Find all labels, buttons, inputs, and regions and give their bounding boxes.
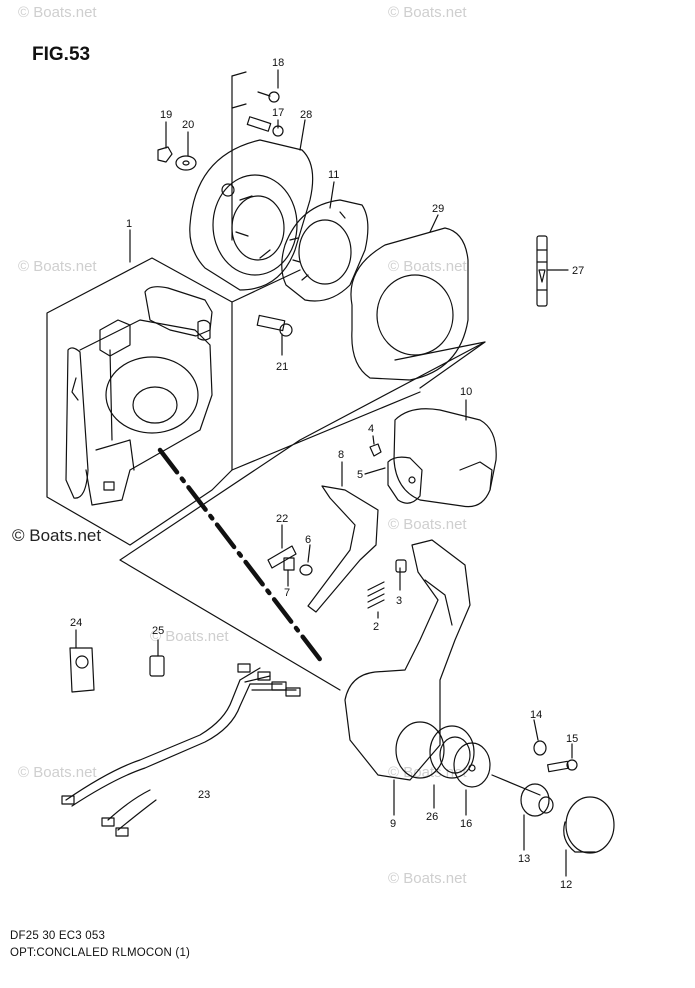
handle-part-10 <box>393 408 497 508</box>
housing-frame-outline <box>46 257 233 546</box>
watermark: © Boats.net <box>388 870 467 887</box>
footer-code: DF25 30 EC3 053 <box>10 930 106 942</box>
plate-part-28 <box>189 71 314 291</box>
lever-part-9 <box>344 539 471 781</box>
watermark: © Boats.net <box>18 764 97 781</box>
part-label: 9 <box>390 818 396 830</box>
part-label: 6 <box>305 534 311 546</box>
part-label: 27 <box>572 265 584 277</box>
part-label: 7 <box>284 587 290 599</box>
pin-part-3 <box>395 559 407 573</box>
mid-assembly-frame <box>119 269 486 691</box>
harness-part-23 <box>61 663 301 837</box>
part-27 <box>536 235 548 307</box>
part-label: 4 <box>368 423 374 435</box>
watermark: © Boats.net <box>388 4 467 21</box>
nut-part-19 <box>157 146 173 163</box>
knob-part-12 <box>563 796 615 854</box>
part-label: 2 <box>373 621 379 633</box>
housing-part-1 <box>65 286 213 506</box>
figure-title: FIG.53 <box>32 44 91 65</box>
watermark: © Boats.net <box>150 628 229 645</box>
part-label: 29 <box>432 203 444 215</box>
bolt-part-7 <box>283 557 295 571</box>
shift-cable <box>157 447 325 665</box>
part-label: 19 <box>160 109 172 121</box>
part-label: 12 <box>560 879 572 891</box>
washer-part-14 <box>533 740 547 756</box>
watermark: © Boats.net <box>388 516 467 533</box>
washer-part-20 <box>175 155 197 171</box>
footer-title: OPT:CONCLALED RLMOCON (1) <box>10 947 191 959</box>
screw-part-4 <box>369 443 382 457</box>
part-label: 15 <box>566 733 578 745</box>
watermark-main: © Boats.net <box>12 526 102 545</box>
cover-part-29 <box>350 227 469 381</box>
bolt-part-15 <box>547 759 578 773</box>
link-part-22 <box>267 545 297 569</box>
part-label: 28 <box>300 109 312 121</box>
part-label: 22 <box>276 513 288 525</box>
watermark: © Boats.net <box>18 4 97 21</box>
disc-part-16 <box>453 742 491 788</box>
part-label: 17 <box>272 107 284 119</box>
part-label: 21 <box>276 361 288 373</box>
spring-part-2 <box>367 581 385 609</box>
part-label: 18 <box>272 57 284 69</box>
part-label: 14 <box>530 709 542 721</box>
bolt-part-18 <box>257 91 280 103</box>
part-label: 24 <box>70 617 82 629</box>
part-labels: 18 19 20 17 28 11 29 27 1 21 10 4 8 5 22… <box>70 57 584 891</box>
part-label: 3 <box>396 595 402 607</box>
watermark: © Boats.net <box>388 258 467 275</box>
shaft-part-13 <box>491 774 554 817</box>
part-label: 13 <box>518 853 530 865</box>
part-label: 25 <box>152 625 164 637</box>
clip-part-25 <box>149 655 165 677</box>
watermark: © Boats.net <box>18 258 97 275</box>
part-label: 10 <box>460 386 472 398</box>
washer-part-6 <box>299 564 313 576</box>
bolt-part-21 <box>256 314 293 337</box>
part-label: 23 <box>198 789 210 801</box>
part-label: 26 <box>426 811 438 823</box>
arm-part-8 <box>307 485 379 613</box>
lever-part-5 <box>387 456 423 504</box>
part-label: 11 <box>328 169 339 181</box>
part-label: 20 <box>182 119 194 131</box>
part-label: 1 <box>126 218 132 230</box>
clip-part-24 <box>69 647 95 693</box>
ring-part-26 <box>429 725 475 779</box>
part-label: 16 <box>460 818 472 830</box>
part-label: 8 <box>338 449 344 461</box>
part-label: 5 <box>357 469 363 481</box>
gear-part-11 <box>281 199 369 302</box>
